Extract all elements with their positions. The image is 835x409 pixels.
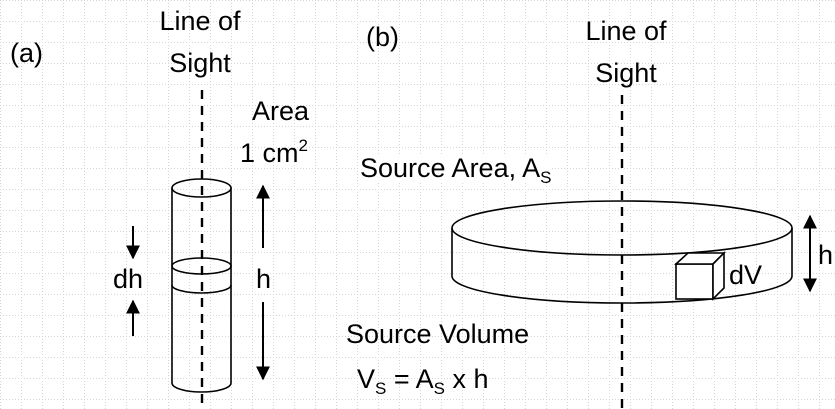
panel-b-dv-label: dV — [729, 260, 763, 290]
panel-a-h-label: h — [256, 264, 272, 294]
panel-b-los-label-line1: Line of — [585, 16, 667, 46]
panel-b-volume-equation: VS = AS x h — [357, 364, 489, 398]
panel-a-los-label-line1: Line of — [159, 6, 241, 36]
panel-b-source-area-sub: S — [540, 168, 552, 187]
panel-a-area-label: Area — [252, 96, 310, 126]
panel-b-los-label-line2: Sight — [595, 58, 657, 88]
panel-a-area-value: 1 cm2 — [240, 136, 308, 168]
panel-b-tag: (b) — [366, 22, 399, 52]
panel-b-dv-cube — [673, 251, 726, 301]
panel-a-area-exponent: 2 — [298, 136, 308, 155]
panel-a-los-label-line2: Sight — [169, 48, 231, 78]
panel-a-dh-label: dh — [113, 264, 144, 294]
panel-b-source-volume-label: Source Volume — [346, 319, 530, 349]
panel-b-h-label: h — [818, 240, 834, 270]
panel-a-tag: (a) — [10, 38, 43, 68]
panel-b-source-area-label: Source Area, AS — [360, 153, 552, 187]
